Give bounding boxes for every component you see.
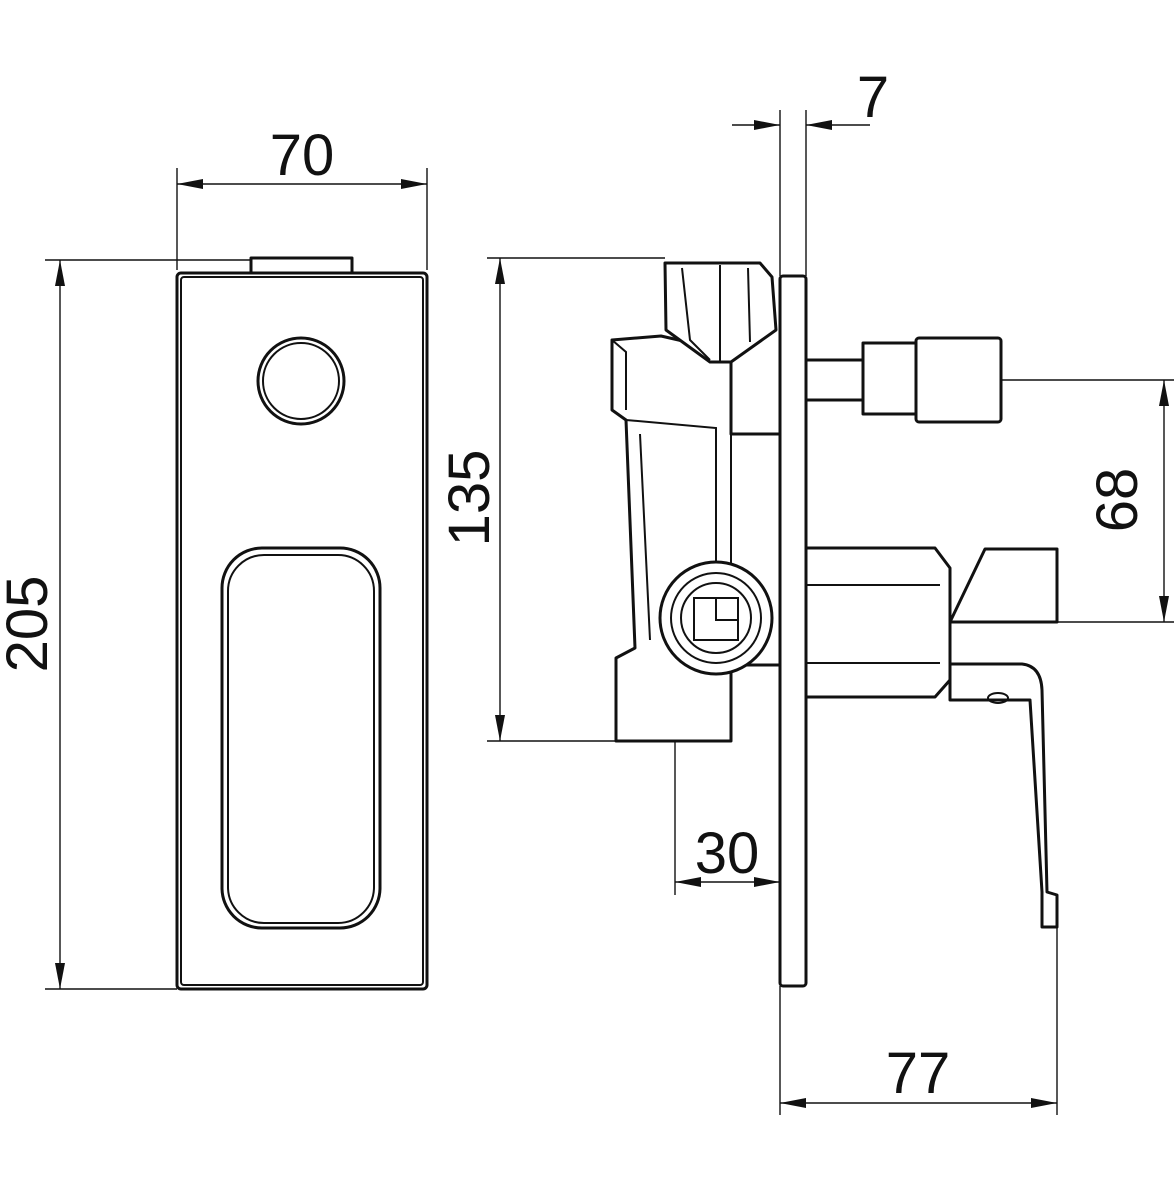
dim-projection-label: 77 bbox=[886, 1041, 951, 1106]
top-diverter-cap bbox=[249, 256, 354, 275]
lever-handle-front-inner bbox=[227, 554, 375, 924]
handle-base bbox=[804, 546, 952, 699]
dim-rear-depth: 30 bbox=[674, 741, 780, 895]
dim-outlet-offset-label: 68 bbox=[1085, 468, 1150, 533]
inlet-ring-mid bbox=[670, 572, 762, 664]
valve-body-top-chamfer bbox=[611, 339, 627, 410]
dim-front-height: 205 bbox=[0, 259, 250, 990]
front-plate-inner-edge bbox=[180, 276, 424, 986]
dim-projection: 77 bbox=[779, 927, 1058, 1115]
dim-front-width: 70 bbox=[176, 123, 428, 270]
diverter-cap-side-lines bbox=[681, 265, 751, 362]
dim-body-height-label: 135 bbox=[437, 450, 502, 547]
dim-front-height-label: 205 bbox=[0, 576, 60, 673]
diverter-knob bbox=[256, 336, 346, 426]
handle-lever-arm bbox=[948, 662, 1059, 929]
valve-body bbox=[610, 334, 782, 743]
dim-plate-thickness-label: 7 bbox=[857, 65, 889, 130]
dim-body-height: 135 bbox=[437, 257, 665, 742]
valve-body-inner bbox=[625, 419, 732, 665]
dim-outlet-offset: 68 bbox=[1001, 379, 1174, 623]
wall-plate-side bbox=[778, 274, 808, 988]
outlet-cap bbox=[914, 336, 1003, 424]
inlet-square-socket bbox=[693, 597, 739, 641]
outlet-nut bbox=[861, 341, 923, 416]
dim-front-width-label: 70 bbox=[270, 123, 335, 188]
outlet-stem bbox=[804, 358, 865, 402]
handle-pivot bbox=[987, 692, 1009, 704]
diverter-knob-inner bbox=[262, 342, 340, 420]
side-view bbox=[610, 261, 1059, 988]
dim-plate-thickness: 7 bbox=[732, 65, 889, 276]
handle-base-lines bbox=[806, 584, 940, 664]
handle-lever bbox=[948, 547, 1059, 624]
lever-handle-front bbox=[220, 546, 382, 930]
front-view bbox=[175, 256, 429, 991]
dim-rear-depth-label: 30 bbox=[695, 821, 760, 886]
inlet-ring-inner bbox=[680, 582, 752, 654]
